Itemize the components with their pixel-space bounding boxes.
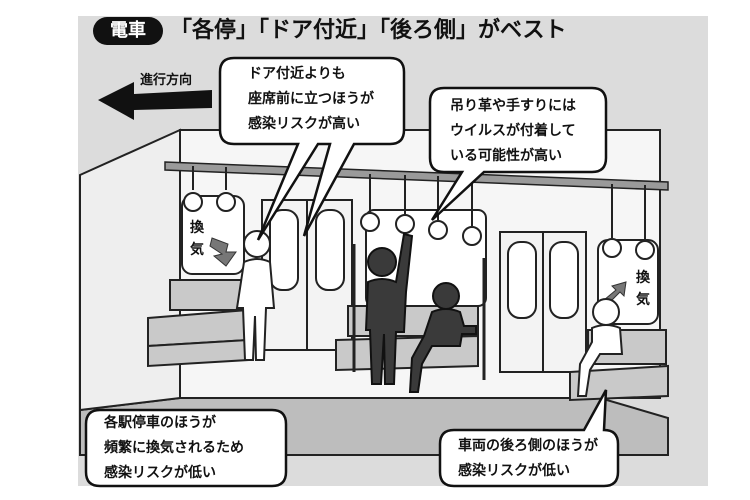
bubble-strap-text: 吊り革や手すりには ウイルスが付着して いる可能性が高い	[450, 94, 576, 169]
hanging-straps	[183, 166, 655, 260]
passenger-seated-dark	[408, 282, 477, 393]
bubble-door-line-3: 感染リスクが高い	[248, 116, 360, 132]
left-seats	[147, 279, 249, 368]
left-end-wall	[79, 128, 181, 412]
header-title: 「各停」「ドア付近」「後ろ側」がベスト	[170, 18, 567, 43]
bubble-local-line-2: 頻繁に換気されるため	[104, 440, 244, 456]
direction-label: 進行方向	[140, 72, 192, 88]
bubble-local	[84, 408, 288, 488]
passenger-near-door	[235, 230, 276, 361]
bubble-local-text: 各駅停車のほうが 頻繁に換気されるため 感染リスクが低い	[104, 411, 244, 486]
right-door-window-1	[507, 241, 537, 319]
bubble-rear-line-1: 車両の後ろ側のほうが	[458, 438, 598, 454]
bubble-rear-text: 車両の後ろ側のほうが 感染リスクが低い	[458, 434, 598, 484]
bubble-door-line-1: ドア付近よりも	[248, 66, 346, 82]
vent-right-label-1: 換	[636, 269, 651, 286]
bubble-strap-line-2: ウイルスが付着して	[450, 123, 576, 139]
bubble-strap-line-3: いる可能性が高い	[450, 148, 562, 164]
header-badge: 電車	[93, 17, 163, 45]
bubble-door-line-2: 座席前に立つほうが	[248, 91, 374, 107]
direction-arrow-icon	[98, 82, 212, 120]
passenger-seated-light	[576, 298, 624, 397]
bubble-rear	[438, 389, 620, 488]
bubble-door-text: ドア付近よりも 座席前に立つほうが 感染リスクが高い	[248, 62, 374, 137]
bubble-strap	[428, 86, 608, 221]
speech-bubbles	[84, 56, 620, 488]
left-door-window-1	[269, 209, 299, 291]
left-door-window-2	[315, 209, 345, 291]
vent-arrow-in-icon	[209, 237, 237, 267]
bubble-local-line-1: 各駅停車のほうが	[104, 415, 216, 431]
bubble-local-line-3: 感染リスクが低い	[104, 465, 216, 481]
passenger-holding-strap	[364, 232, 414, 385]
vent-right-label-2: 気	[636, 291, 650, 308]
vent-left-label-1: 換	[190, 219, 205, 236]
vent-left-label-2: 気	[190, 241, 204, 258]
right-door-window-2	[549, 241, 579, 319]
bubble-door	[218, 56, 406, 241]
bubble-strap-line-1: 吊り革や手すりには	[450, 98, 576, 114]
bubble-rear-line-2: 感染リスクが低い	[458, 463, 570, 479]
